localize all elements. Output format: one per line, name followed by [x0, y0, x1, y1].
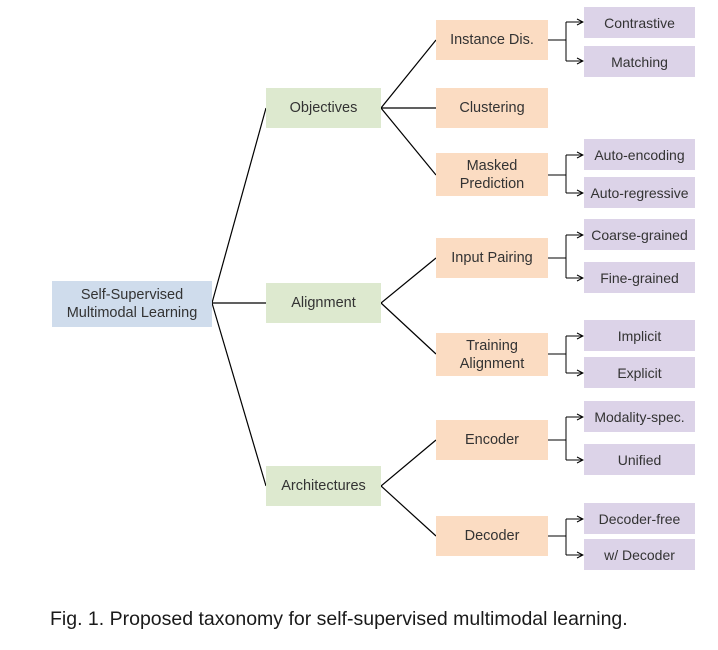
objectives-node: Objectives: [266, 88, 381, 128]
decoder-label: Decoder: [464, 528, 520, 544]
masked-prediction-node: Masked Prediction: [436, 153, 548, 196]
edge-architectures-encoder: [380, 439, 437, 487]
decoder-free-label: Decoder-free: [598, 510, 681, 527]
training-alignment-line2: Alignment: [459, 355, 525, 372]
fine-grained-label: Fine-grained: [600, 269, 679, 286]
clustering-label: Clustering: [459, 100, 525, 116]
architectures-label: Architectures: [281, 478, 366, 494]
decoder-node: Decoder: [436, 516, 548, 556]
coarse-grained-node: Coarse-grained: [584, 219, 695, 250]
decoder-free-node: Decoder-free: [584, 503, 695, 534]
edge-architectures-decoder: [380, 485, 437, 537]
figure-caption: Fig. 1. Proposed taxonomy for self-super…: [50, 608, 628, 630]
input-pairing-node: Input Pairing: [436, 238, 548, 278]
matching-node: Matching: [584, 46, 695, 77]
contrastive-label: Contrastive: [604, 14, 675, 31]
masked-prediction-line2: Prediction: [459, 175, 525, 192]
root-node: Self-Supervised Multimodal Learning: [52, 281, 212, 327]
edge-objectives-masked: [380, 107, 437, 176]
objectives-label: Objectives: [289, 100, 358, 116]
implicit-node: Implicit: [584, 320, 695, 351]
edge-alignment-training: [380, 302, 437, 355]
instance-dis-label: Instance Dis.: [450, 32, 534, 48]
instance-dis-node: Instance Dis.: [436, 20, 548, 60]
unified-label: Unified: [617, 451, 662, 468]
clustering-node: Clustering: [436, 88, 548, 128]
training-alignment-line1: Training: [466, 337, 518, 354]
auto-regressive-node: Auto-regressive: [584, 177, 695, 208]
unified-node: Unified: [584, 444, 695, 475]
encoder-label: Encoder: [464, 432, 519, 448]
architectures-node: Architectures: [266, 466, 381, 506]
explicit-node: Explicit: [584, 357, 695, 388]
root-label-line2: Multimodal Learning: [66, 305, 198, 321]
edge-objectives-instance: [380, 39, 437, 109]
edge-alignment-input: [380, 257, 437, 304]
fine-grained-node: Fine-grained: [584, 262, 695, 293]
coarse-grained-label: Coarse-grained: [591, 226, 688, 243]
w-decoder-node: w/ Decoder: [584, 539, 695, 570]
contrastive-node: Contrastive: [584, 7, 695, 38]
matching-label: Matching: [611, 53, 668, 70]
modality-spec-node: Modality-spec.: [584, 401, 695, 432]
auto-regressive-label: Auto-regressive: [590, 184, 689, 201]
training-alignment-node: Training Alignment: [436, 333, 548, 376]
modality-spec-label: Modality-spec.: [594, 408, 685, 425]
auto-encoding-label: Auto-encoding: [594, 146, 685, 163]
alignment-node: Alignment: [266, 283, 381, 323]
auto-encoding-node: Auto-encoding: [584, 139, 695, 170]
alignment-label: Alignment: [291, 295, 356, 311]
edge-root-architectures: [211, 302, 267, 487]
encoder-node: Encoder: [436, 420, 548, 460]
input-pairing-label: Input Pairing: [451, 250, 533, 266]
masked-prediction-line1: Masked: [466, 157, 518, 174]
explicit-label: Explicit: [617, 364, 662, 381]
w-decoder-label: w/ Decoder: [604, 546, 675, 563]
edge-root-objectives: [211, 107, 267, 304]
root-label-line1: Self-Supervised: [80, 287, 184, 303]
implicit-label: Implicit: [617, 327, 662, 344]
